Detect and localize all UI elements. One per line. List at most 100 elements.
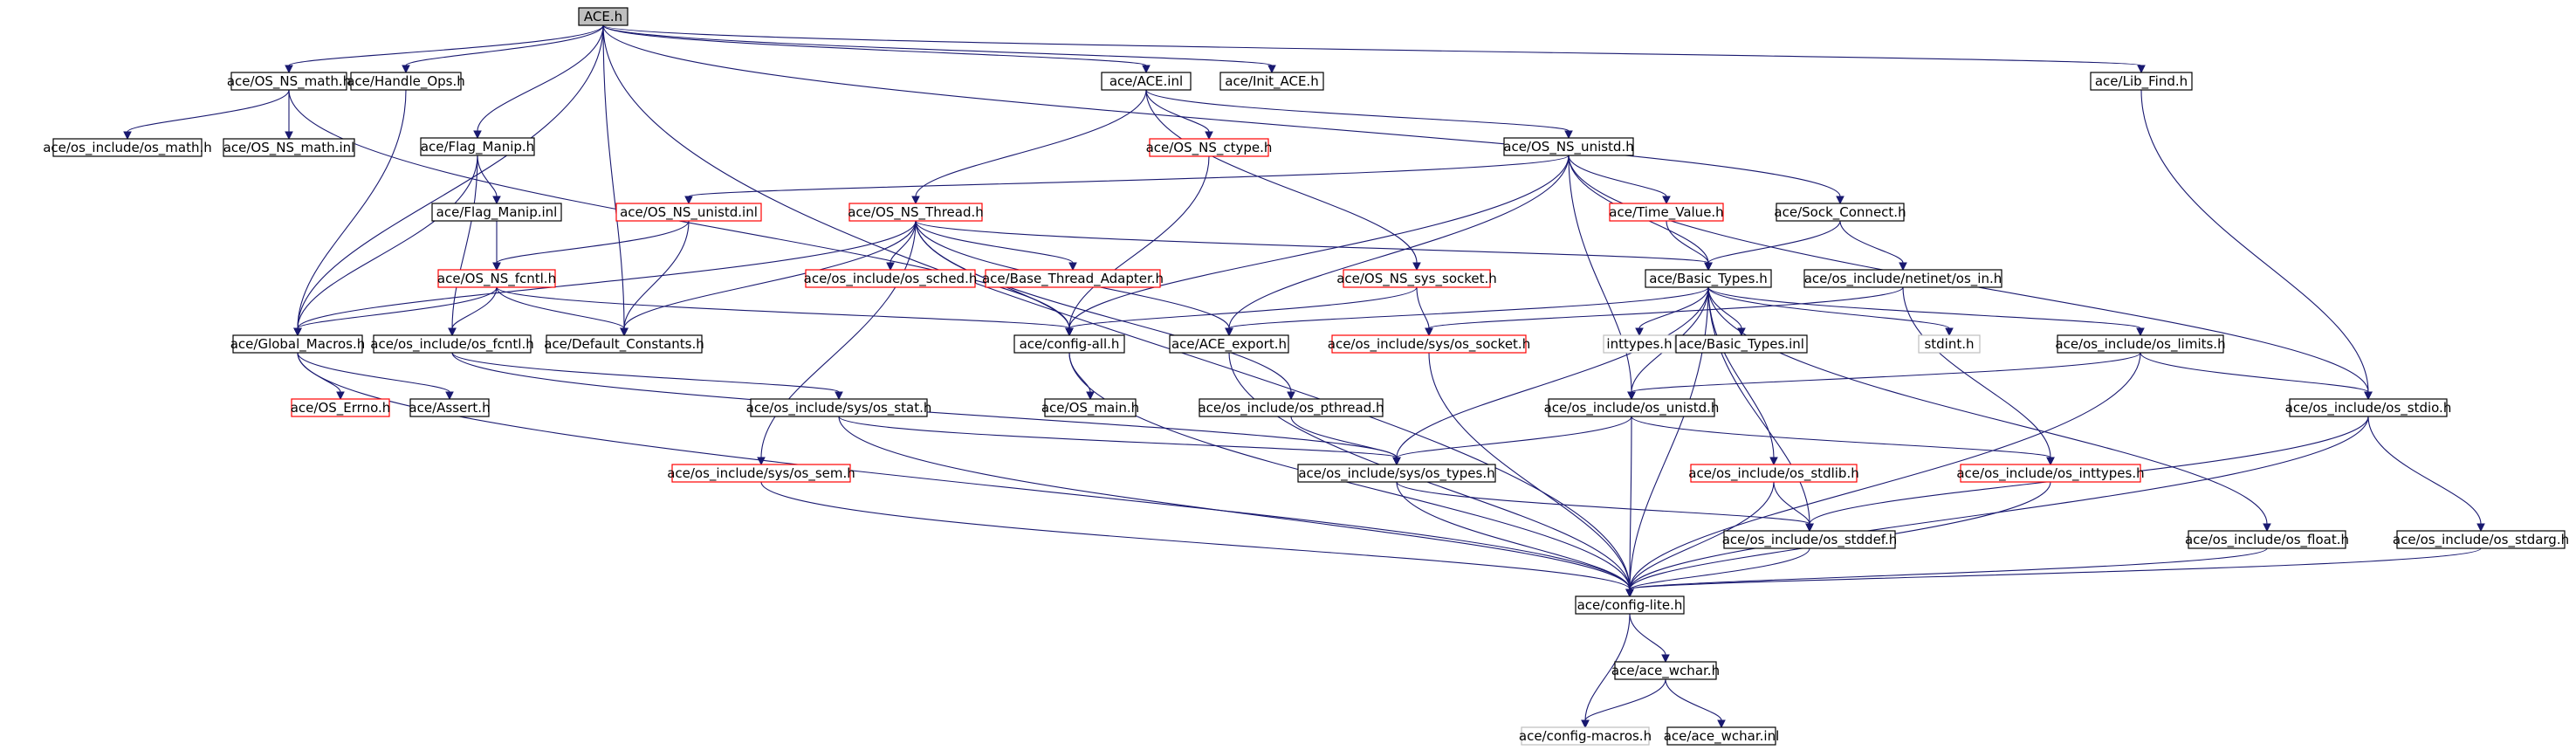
node-label: ace/Flag_Manip.inl [436, 204, 558, 221]
node-label: ace/os_include/os_limits.h [2055, 336, 2225, 353]
node-lib_find_h[interactable]: ace/Lib_Find.h [2090, 72, 2193, 91]
node-global_macros_h[interactable]: ace/Global_Macros.h [230, 334, 366, 354]
edge-ace_inl-to-os_ns_thread_h [911, 89, 1147, 205]
node-netinet_os_in_h[interactable]: ace/os_include/netinet/os_in.h [1803, 269, 2002, 288]
node-default_constants_h[interactable]: ace/Default_Constants.h [544, 334, 704, 354]
node-init_ace_h[interactable]: ace/Init_ACE.h [1219, 72, 1324, 91]
edge-os_unistd_h-to-os_inttypes_h [1631, 416, 2055, 466]
node-os_errno_h[interactable]: ace/OS_Errno.h [291, 398, 391, 417]
edge-os_unistd_h-to-sys_os_types_h [1392, 416, 1632, 466]
node-ace_inl[interactable]: ace/ACE.inl [1101, 72, 1192, 91]
node-flag_manip_h[interactable]: ace/Flag_Manip.h [420, 137, 535, 156]
node-os_ns_sys_socket_h[interactable]: ace/OS_NS_sys_socket.h [1336, 269, 1497, 288]
node-inttypes_h[interactable]: inttypes.h [1603, 334, 1676, 354]
node-box [420, 137, 535, 156]
node-ace_h[interactable]: ACE.h [578, 7, 629, 26]
node-box [2289, 398, 2448, 417]
node-label: ace/os_include/sys/os_types.h [1298, 465, 1494, 482]
node-sys_os_types_h[interactable]: ace/os_include/sys/os_types.h [1297, 464, 1496, 483]
node-label: inttypes.h [1606, 336, 1672, 352]
edge-os_ns_math_h-to-os_math_h [123, 89, 290, 141]
node-label: ace/os_include/sys/os_stat.h [746, 400, 932, 416]
node-label: ace/os_include/os_float.h [2185, 532, 2349, 548]
node-label: ace/OS_NS_unistd.inl [620, 204, 758, 221]
node-base_thread_adapter_h[interactable]: ace/Base_Thread_Adapter.h [982, 269, 1164, 288]
node-box [1199, 398, 1384, 417]
node-sys_os_stat_h[interactable]: ace/os_include/sys/os_stat.h [746, 398, 932, 417]
edge-os_ns_math_h-to-os_ns_math_inl [285, 90, 293, 141]
node-os_stdlib_h[interactable]: ace/os_include/os_stdlib.h [1688, 464, 1859, 483]
node-os_ns_thread_h[interactable]: ace/OS_NS_Thread.h [848, 203, 984, 222]
node-os_pthread_h[interactable]: ace/os_include/os_pthread.h [1198, 398, 1384, 417]
node-label: ace/Sock_Connect.h [1774, 204, 1906, 221]
node-sys_os_socket_h[interactable]: ace/os_include/sys/os_socket.h [1328, 334, 1530, 354]
node-box [291, 398, 390, 417]
node-config_all_h[interactable]: ace/config-all.h [1013, 334, 1125, 354]
node-sys_os_sem_h[interactable]: ace/os_include/sys/os_sem.h [667, 464, 855, 483]
node-os_ns_unistd_h[interactable]: ace/OS_NS_unistd.h [1503, 137, 1634, 156]
node-stdint_h[interactable]: stdint.h [1918, 334, 1981, 354]
node-label: ace/os_include/os_pthread.h [1198, 400, 1384, 416]
node-ace_export_h[interactable]: ace/ACE_export.h [1169, 334, 1289, 354]
edge-basic_types_h-to-ace_export_h [1225, 286, 1709, 337]
node-box [1918, 334, 1981, 354]
node-os_ns_fcntl_h[interactable]: ace/OS_NS_fcntl.h [437, 269, 556, 288]
node-assert_h[interactable]: ace/Assert.h [409, 398, 491, 417]
edge-os_float_h-to-config_lite_h [1625, 547, 2268, 598]
node-label: ace/os_include/netinet/os_in.h [1804, 271, 2002, 287]
node-box [232, 334, 363, 354]
node-label: ace/OS_NS_Thread.h [848, 204, 984, 221]
node-box [1645, 269, 1772, 288]
edge-os_ns_sys_socket_h-to-config_all_h [1065, 286, 1418, 337]
node-box [52, 138, 203, 157]
node-ace_wchar_h[interactable]: ace/ace_wchar.h [1611, 661, 1720, 680]
node-config_macros_h[interactable]: ace/config-macros.h [1519, 726, 1652, 746]
node-os_fcntl_h[interactable]: ace/os_include/os_fcntl.h [370, 334, 534, 354]
node-os_stddef_h[interactable]: ace/os_include/os_stddef.h [1722, 530, 1898, 549]
edge-os_ns_thread_h-to-basic_types_h [915, 220, 1713, 272]
node-basic_types_h[interactable]: ace/Basic_Types.h [1645, 269, 1772, 288]
node-time_value_h[interactable]: ace/Time_Value.h [1609, 203, 1724, 222]
node-box [2090, 72, 2193, 91]
node-box [1803, 269, 2002, 288]
node-label: ace/Time_Value.h [1609, 204, 1723, 221]
node-label: ace/ACE.inl [1109, 73, 1183, 89]
node-os_ns_ctype_h[interactable]: ace/OS_NS_ctype.h [1146, 138, 1273, 157]
node-os_stdarg_h[interactable]: ace/os_include/os_stdarg.h [2393, 530, 2569, 549]
node-label: ace/OS_NS_math.h [227, 73, 351, 90]
node-os_inttypes_h[interactable]: ace/os_include/os_inttypes.h [1956, 464, 2145, 483]
node-box [431, 203, 562, 222]
edge-os_ns_unistd_h-to-time_value_h [1568, 155, 1671, 205]
node-os_ns_math_inl[interactable]: ace/OS_NS_math.inl [223, 138, 355, 157]
node-label: ace/Flag_Manip.h [421, 139, 534, 155]
node-label: ace/os_include/sys/os_sem.h [667, 465, 855, 482]
node-basic_types_inl[interactable]: ace/Basic_Types.inl [1675, 334, 1808, 354]
node-box [1960, 464, 2141, 483]
node-os_ns_unistd_inl[interactable]: ace/OS_NS_unistd.inl [615, 203, 762, 222]
node-box [1169, 334, 1289, 354]
node-ace_wchar_inl[interactable]: ace/ace_wchar.inl [1664, 726, 1780, 746]
node-config_lite_h[interactable]: ace/config-lite.h [1575, 595, 1685, 615]
node-os_limits_h[interactable]: ace/os_include/os_limits.h [2055, 334, 2226, 354]
node-os_unistd_h[interactable]: ace/os_include/os_unistd.h [1544, 398, 1720, 417]
edge-os_ns_fcntl_h-to-config_all_h [496, 286, 1074, 337]
node-box [985, 269, 1161, 288]
node-box [1101, 72, 1192, 91]
node-os_stdio_h[interactable]: ace/os_include/os_stdio.h [2285, 398, 2452, 417]
node-label: ace/Handle_Ops.h [347, 73, 465, 90]
node-handle_ops_h[interactable]: ace/Handle_Ops.h [347, 72, 465, 91]
node-os_main_h[interactable]: ace/OS_main.h [1041, 398, 1139, 417]
node-box [2396, 530, 2566, 549]
edge-os_ns_unistd_h-to-os_ns_unistd_inl [684, 155, 1570, 205]
node-sock_connect_h[interactable]: ace/Sock_Connect.h [1774, 203, 1906, 222]
node-os_float_h[interactable]: ace/os_include/os_float.h [2185, 530, 2349, 549]
node-os_math_h[interactable]: ace/os_include/os_math.h [43, 138, 212, 157]
edge-basic_types_h-to-os_limits_h [1707, 286, 2145, 337]
node-box [437, 269, 556, 288]
node-flag_manip_inl[interactable]: ace/Flag_Manip.inl [431, 203, 562, 222]
node-box [578, 7, 629, 26]
edge-global_macros_h-to-assert_h [297, 352, 454, 401]
edge-ace_inl-to-os_ns_sys_socket_h [1145, 89, 1421, 272]
node-os_ns_math_h[interactable]: ace/OS_NS_math.h [227, 72, 351, 91]
node-os_sched_h[interactable]: ace/os_include/os_sched.h [804, 269, 978, 288]
